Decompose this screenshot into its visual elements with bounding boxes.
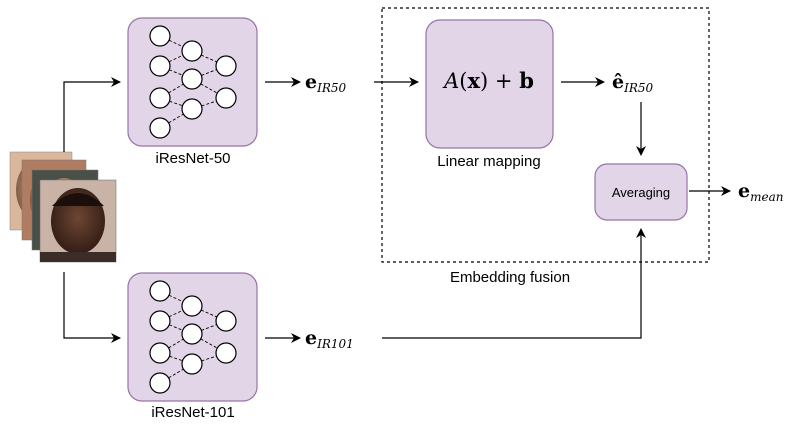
- averaging-label: Averaging: [612, 185, 670, 200]
- linear-mapping-box: [425, 19, 554, 149]
- linear-mapping-formula: A(x) + b: [442, 68, 534, 93]
- embedding-e-ir50: eIR50: [305, 71, 347, 95]
- embedding-e-ir101: eIR101: [305, 327, 354, 351]
- stacked-face-photos-icon: [9, 151, 117, 263]
- iresnet-50-label: iResNet-50: [155, 150, 230, 167]
- iresnet-50-block: [127, 17, 258, 147]
- embedding-e-hat-ir50: êIR50: [612, 71, 654, 95]
- embedding-e-mean: emean: [738, 180, 783, 204]
- averaging-box: [594, 163, 688, 221]
- arrow-emb101-to-averaging: [382, 228, 646, 339]
- embedding-fusion-label: Embedding fusion: [450, 269, 570, 286]
- iresnet-101-label: iResNet-101: [151, 404, 234, 421]
- iresnet-101-block: [127, 272, 258, 402]
- linear-mapping-label: Linear mapping: [437, 153, 540, 170]
- input-connectors: [63, 77, 121, 343]
- embedding-fusion-box: [381, 7, 710, 263]
